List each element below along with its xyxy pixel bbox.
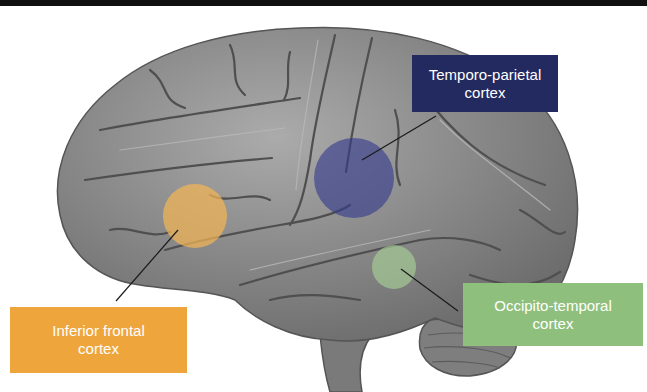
gyrus-highlights <box>120 40 550 270</box>
region-label-box: Occipito-temporal cortex <box>463 283 643 346</box>
sulcus <box>100 98 300 130</box>
highlight <box>440 120 550 210</box>
region-label-box: Temporo-parietal cortex <box>412 55 558 112</box>
sulcus <box>110 229 170 234</box>
highlight <box>296 40 318 190</box>
highlight <box>120 128 285 150</box>
leader-lines <box>116 116 458 311</box>
region-label: Occipito-temporal cortex <box>478 297 628 333</box>
sulcus <box>150 70 185 108</box>
sulcus <box>520 210 565 234</box>
region-highlight <box>372 245 416 289</box>
sulcus <box>270 295 360 300</box>
leader-line <box>116 230 178 301</box>
leader-line <box>362 116 436 160</box>
sulci <box>85 35 565 300</box>
region-highlight <box>163 184 227 248</box>
sulcus <box>230 45 245 95</box>
brainstem <box>320 335 372 392</box>
leader-line <box>401 269 458 311</box>
fold <box>432 361 500 368</box>
top-rule <box>0 0 647 6</box>
region-highlight <box>314 138 394 218</box>
sulcus <box>284 52 290 100</box>
region-label: Temporo-parietal cortex <box>420 66 550 102</box>
sulcus <box>395 110 400 185</box>
region-label: Inferior frontal cortex <box>34 322 164 358</box>
sulcus <box>240 238 500 285</box>
fold <box>424 347 510 358</box>
sulcus <box>85 158 272 180</box>
region-label-box: Inferior frontal cortex <box>10 307 187 373</box>
